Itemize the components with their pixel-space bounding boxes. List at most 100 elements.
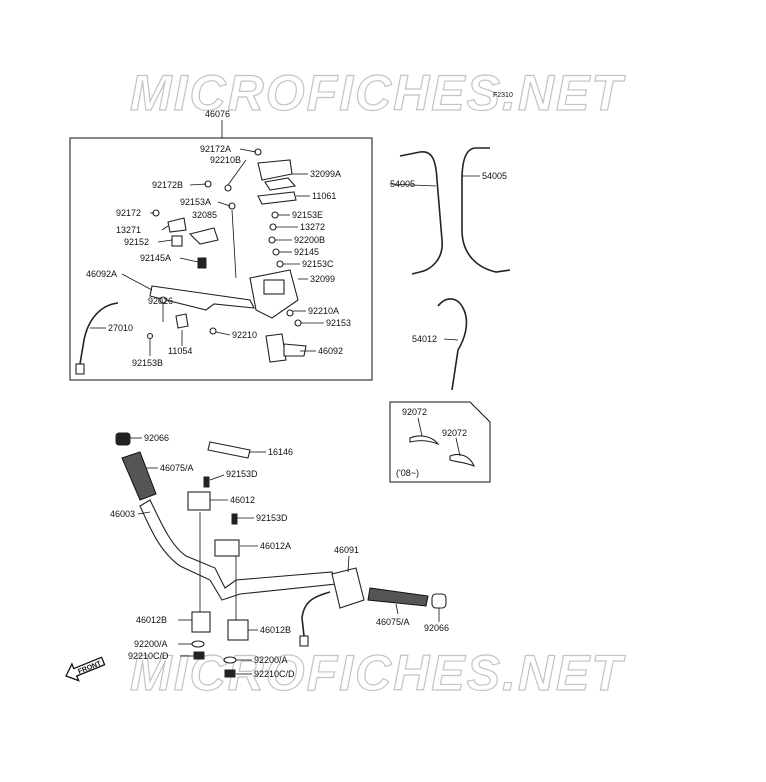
brake-lever-46092A[interactable] bbox=[149, 285, 255, 311]
label-92200B: 92200B bbox=[294, 235, 325, 245]
label-46091: 46091 bbox=[334, 545, 359, 555]
cable-54012[interactable] bbox=[437, 298, 468, 391]
cable-54005-right[interactable] bbox=[461, 147, 511, 273]
cable-54005-left[interactable] bbox=[399, 151, 443, 275]
cap-plate[interactable] bbox=[264, 177, 297, 191]
label-92153: 92153 bbox=[326, 318, 351, 328]
end-cap-92066-left[interactable] bbox=[115, 432, 131, 446]
label-16146: 16146 bbox=[268, 447, 293, 457]
front-arrow: FRONT bbox=[65, 656, 106, 682]
grip-46075-left[interactable] bbox=[121, 451, 157, 501]
label-46092: 46092 bbox=[318, 346, 343, 356]
inset-box bbox=[389, 401, 491, 483]
label-92210B: 92210B bbox=[210, 155, 241, 165]
clamp-46012B-left[interactable] bbox=[191, 611, 211, 633]
label-46012B-right: 46012B bbox=[260, 625, 291, 635]
label-92026: 92026 bbox=[148, 296, 173, 306]
diaphragm-11061[interactable] bbox=[257, 191, 297, 205]
label-27010: 27010 bbox=[108, 323, 133, 333]
screw-92153E[interactable] bbox=[271, 211, 279, 219]
bolt-92153D-2[interactable] bbox=[231, 513, 238, 525]
washer-92200A-2[interactable] bbox=[223, 656, 237, 664]
label-11061: 11061 bbox=[312, 191, 336, 201]
nut-92210CD-1[interactable] bbox=[193, 651, 205, 660]
label-92210CD-2: 92210C/D bbox=[254, 669, 295, 679]
reservoir-cap[interactable] bbox=[257, 159, 293, 181]
label-92066-left: 92066 bbox=[144, 433, 169, 443]
label-92172A: 92172A bbox=[200, 144, 231, 154]
master-cylinder-port bbox=[263, 279, 285, 295]
handlebar-group: 92066 16146 46075/A 92153D 46012 46003 9… bbox=[110, 432, 449, 679]
switch-wire-46091 bbox=[301, 591, 331, 637]
screw-92210B[interactable] bbox=[224, 184, 232, 192]
label-92153D-1: 92153D bbox=[226, 469, 258, 479]
year-note: ('08~) bbox=[396, 468, 419, 478]
screw-92153[interactable] bbox=[294, 319, 302, 327]
label-46012: 46012 bbox=[230, 495, 255, 505]
label-92172: 92172 bbox=[116, 208, 141, 218]
label-92200A-1: 92200/A bbox=[134, 639, 168, 649]
part-32085[interactable] bbox=[188, 227, 219, 245]
part-92152[interactable] bbox=[171, 235, 183, 247]
nut-92210[interactable] bbox=[209, 327, 217, 335]
label-46076: 46076 bbox=[205, 109, 230, 119]
clamp-46012A[interactable] bbox=[214, 539, 240, 557]
watermark-top: MICROFICHES.NET bbox=[130, 65, 626, 121]
part-13271[interactable] bbox=[167, 217, 187, 233]
label-92172B: 92172B bbox=[152, 180, 183, 190]
clip-92072-b[interactable] bbox=[449, 453, 475, 467]
master-cylinder-group: 46076 bbox=[69, 109, 373, 381]
label-54012: 54012 bbox=[412, 334, 437, 344]
label-92072-a: 92072 bbox=[402, 407, 427, 417]
label-92153A: 92153A bbox=[180, 197, 211, 207]
label-54005-left: 54005 bbox=[390, 179, 415, 189]
label-46003: 46003 bbox=[110, 509, 135, 519]
label-92210A: 92210A bbox=[308, 306, 339, 316]
label-92066-right: 92066 bbox=[424, 623, 449, 633]
part-92145A[interactable] bbox=[197, 257, 207, 269]
clip-92072-a[interactable] bbox=[409, 435, 440, 446]
label-32099A: 32099A bbox=[310, 169, 341, 179]
label-11054: 11054 bbox=[168, 346, 192, 356]
label-92210CD-1: 92210C/D bbox=[128, 651, 169, 661]
throttle-tube-16146[interactable] bbox=[207, 441, 251, 459]
label-92153E: 92153E bbox=[292, 210, 323, 220]
oring-92145[interactable] bbox=[272, 248, 280, 256]
clamp-arm bbox=[283, 343, 307, 357]
clamp-46092[interactable] bbox=[265, 333, 287, 363]
grip-46075-right[interactable] bbox=[367, 587, 429, 607]
label-13271: 13271 bbox=[116, 225, 141, 235]
brake-switch-11054[interactable] bbox=[175, 313, 189, 329]
bolt-92153D-1[interactable] bbox=[203, 476, 210, 488]
washer-13272[interactable] bbox=[269, 223, 277, 231]
label-92145A: 92145A bbox=[140, 253, 171, 263]
group-box-46076 bbox=[69, 137, 373, 381]
washer-92200A-1[interactable] bbox=[191, 640, 205, 648]
label-13272: 13272 bbox=[300, 222, 325, 232]
end-cap-92066-right[interactable] bbox=[431, 593, 447, 609]
connector-27010 bbox=[75, 363, 85, 375]
screw-92153C[interactable] bbox=[276, 260, 284, 268]
clamp-46012B-right[interactable] bbox=[227, 619, 249, 641]
label-92153B: 92153B bbox=[132, 358, 163, 368]
arrow-icon bbox=[65, 656, 106, 682]
label-92153D-2: 92153D bbox=[256, 513, 288, 523]
screw-92153B[interactable] bbox=[146, 332, 154, 340]
cable-group: 54005 54005 54012 bbox=[389, 147, 511, 391]
label-54005-right: 54005 bbox=[482, 171, 507, 181]
switch-lead-27010[interactable] bbox=[79, 302, 119, 365]
washer-92200B[interactable] bbox=[268, 236, 276, 244]
label-92210: 92210 bbox=[232, 330, 257, 340]
label-92200A-2: 92200/A bbox=[254, 655, 288, 665]
inset-92072: 92072 92072 ('08~) bbox=[389, 401, 491, 483]
label-92152: 92152 bbox=[124, 237, 149, 247]
nut-92210CD-2[interactable] bbox=[224, 669, 236, 678]
label-46075A-left: 46075/A bbox=[160, 463, 194, 473]
label-92145: 92145 bbox=[294, 247, 319, 257]
figure-code: F2310 bbox=[493, 92, 513, 99]
nut-92210A[interactable] bbox=[286, 309, 294, 317]
label-32085: 32085 bbox=[192, 210, 217, 220]
clamp-46012[interactable] bbox=[187, 491, 211, 511]
switch-housing-46091[interactable] bbox=[331, 567, 365, 609]
